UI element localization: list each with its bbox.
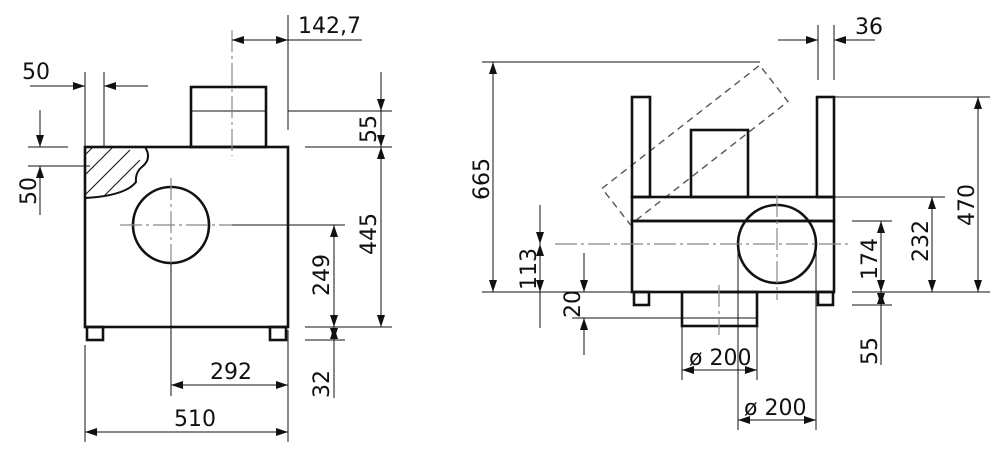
- dim-32-label: 32: [310, 370, 335, 398]
- dim-32: 32: [310, 327, 338, 398]
- dim-36: 36: [778, 15, 883, 80]
- dim-55-side: 55: [858, 292, 885, 365]
- dim-445-label: 445: [357, 213, 382, 255]
- side-post-left: [630, 95, 652, 199]
- dim-20: 20: [561, 253, 682, 355]
- dim-232-label: 232: [909, 220, 934, 262]
- dim-445: 445: [357, 147, 385, 327]
- dim-113-label: 113: [517, 248, 542, 290]
- side-post-right: [815, 95, 836, 199]
- dim-113: 113: [517, 205, 544, 328]
- dim-50-top-label: 50: [22, 60, 50, 85]
- front-outlet-stub: [189, 85, 268, 149]
- dim-470: 470: [955, 97, 982, 292]
- dim-dia-outlet-label: ø 200: [689, 346, 751, 371]
- dim-50-left: 50: [17, 110, 90, 215]
- dim-142-7-label: 142,7: [298, 14, 361, 39]
- dim-249-label: 249: [310, 254, 335, 296]
- dim-50-left-label: 50: [17, 177, 42, 205]
- dim-510-label: 510: [174, 407, 216, 432]
- front-foot-left: [85, 325, 105, 342]
- dim-dia-inlet-label: ø 200: [744, 396, 806, 421]
- dim-665-label: 665: [470, 158, 495, 200]
- side-foot-left: [632, 290, 651, 307]
- dim-232: 232: [909, 197, 936, 292]
- side-frame-band: [630, 195, 836, 223]
- side-motor-box: [689, 128, 750, 199]
- dim-55-side-label: 55: [858, 337, 883, 365]
- front-section-hatch: [84, 146, 149, 200]
- dim-292: 292: [170, 263, 289, 442]
- dim-142-7: 142,7: [232, 14, 362, 130]
- dim-55-front: 55: [357, 72, 385, 147]
- dim-55-front-label: 55: [357, 115, 382, 143]
- dim-36-label: 36: [855, 15, 883, 40]
- front-foot-right: [268, 325, 288, 342]
- side-tilted-outline: [601, 64, 789, 226]
- front-view: 142,7 50 50 55: [17, 14, 392, 442]
- dim-174: 174: [858, 221, 885, 292]
- dim-dia-inlet: ø 200: [737, 244, 817, 430]
- dim-292-label: 292: [210, 360, 252, 385]
- side-housing: [630, 219, 836, 294]
- dim-510: 510: [84, 345, 288, 442]
- dim-50-top: 50: [22, 60, 148, 147]
- dim-665: 665: [470, 61, 760, 293]
- dim-470-label: 470: [955, 184, 980, 226]
- dim-174-label: 174: [858, 238, 883, 280]
- side-view: 36 665 113 20 ø 200: [470, 15, 990, 430]
- dim-dia-outlet: ø 200: [681, 326, 758, 380]
- front-housing: [83, 145, 290, 329]
- dim-20-label: 20: [561, 290, 586, 318]
- side-foot-right: [816, 290, 835, 307]
- dim-249: 249: [232, 224, 345, 327]
